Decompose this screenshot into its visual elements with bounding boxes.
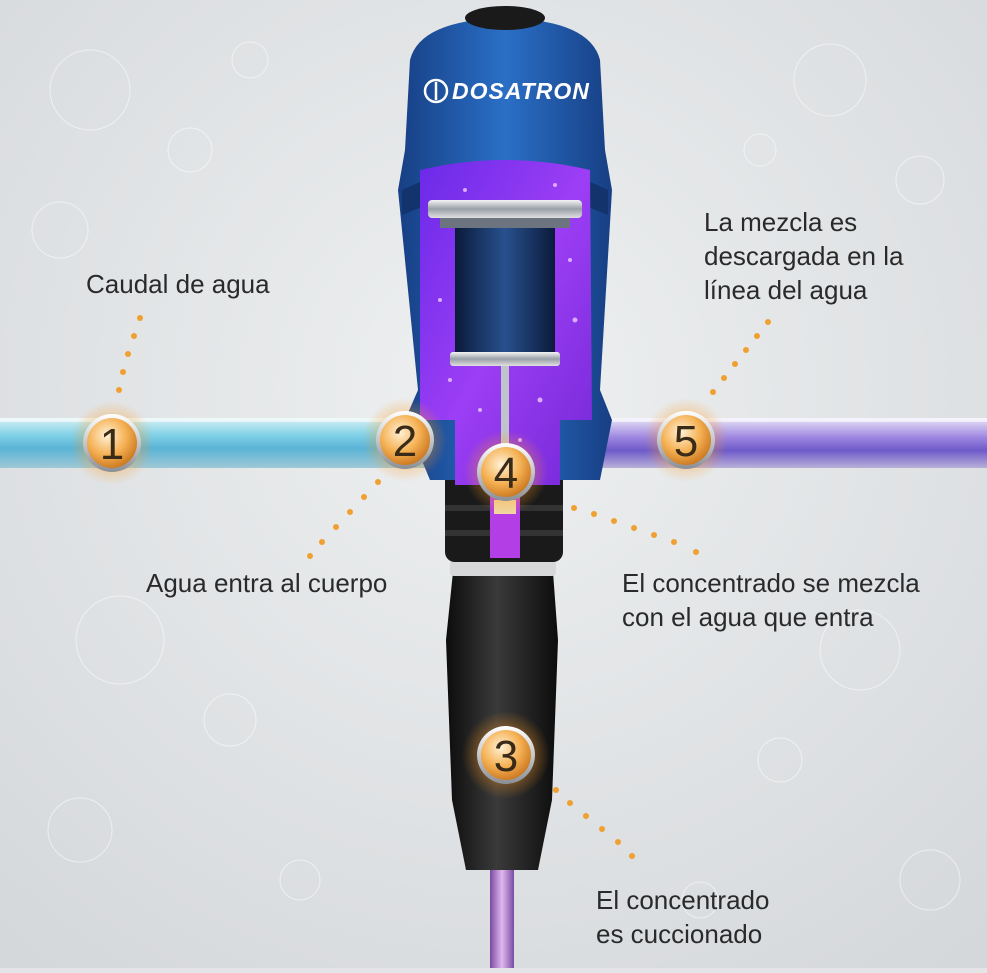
label-step-5-line-1: La mezcla es xyxy=(704,207,858,237)
foam-bubbles xyxy=(31,41,961,919)
label-step-5: La mezcla es descargada en la línea del … xyxy=(704,205,903,307)
step-number-3: 3 xyxy=(494,732,518,781)
label-step-2-line: Agua entra al cuerpo xyxy=(146,568,388,598)
label-step-3-line-2: es cuccionado xyxy=(596,919,763,949)
leader-line-1 xyxy=(116,315,143,393)
leader-line-3 xyxy=(553,787,635,859)
step-marker-5: 5 xyxy=(644,398,728,482)
leader-line-2 xyxy=(307,479,381,559)
outlet-pipe xyxy=(560,418,987,468)
label-step-5-line-3: línea del agua xyxy=(704,275,868,305)
step-marker-4: 4 xyxy=(464,430,548,514)
step-number-5: 5 xyxy=(674,417,698,466)
label-step-1-line: Caudal de agua xyxy=(86,269,270,299)
label-step-4-line-2: con el agua que entra xyxy=(622,602,874,632)
label-step-4-line-1: El concentrado se mezcla xyxy=(622,568,920,598)
label-step-2: Agua entra al cuerpo xyxy=(146,566,387,600)
leader-line-4 xyxy=(571,505,699,555)
step-marker-2: 2 xyxy=(363,398,447,482)
leader-lines xyxy=(116,315,771,859)
label-step-3: El concentrado es cuccionado xyxy=(596,883,769,951)
step-marker-1: 1 xyxy=(70,401,154,485)
step-number-4: 4 xyxy=(494,449,518,498)
suction-tube xyxy=(490,868,514,968)
label-step-3-line-1: El concentrado xyxy=(596,885,770,915)
label-step-4: El concentrado se mezcla con el agua que… xyxy=(622,566,920,634)
step-marker-3: 3 xyxy=(462,711,550,799)
step-number-2: 2 xyxy=(393,417,417,466)
step-number-1: 1 xyxy=(100,420,124,469)
piston xyxy=(428,200,582,558)
leader-line-5 xyxy=(710,319,771,395)
label-step-1: Caudal de agua xyxy=(86,267,270,301)
label-step-5-line-2: descargada en la xyxy=(704,241,904,271)
dosatron-logo: DOSATRON xyxy=(423,78,590,104)
brand-name: DOSATRON xyxy=(452,78,590,104)
